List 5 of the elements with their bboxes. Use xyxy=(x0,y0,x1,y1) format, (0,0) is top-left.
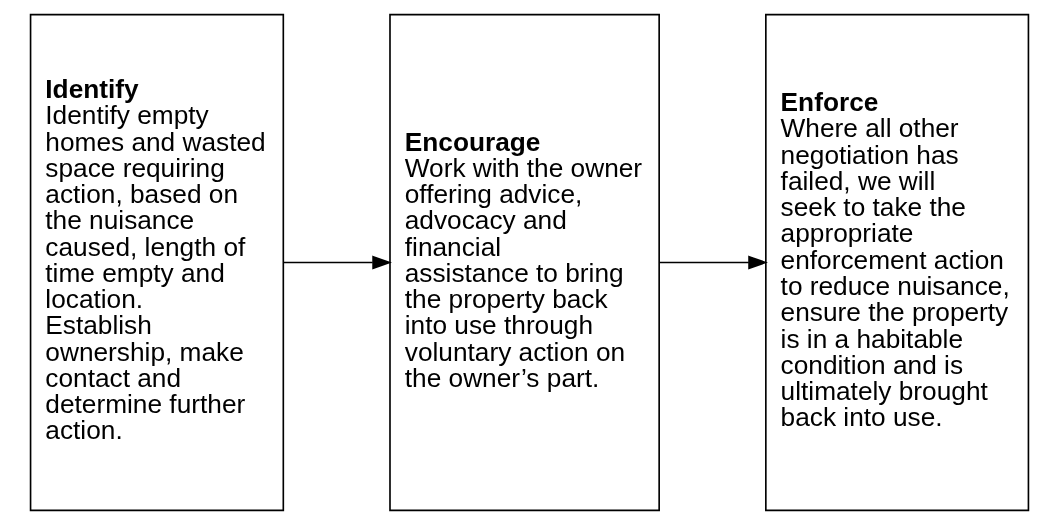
node-box: Identify Identify empty homes and wasted space requiring action, based on the nuisance caused, length of time empty and location. Establish ownership, make contact and determine further action. xyxy=(29,13,285,512)
node-box: Enforce Where all other negotiation has failed, we will seek to take the appropriate enforcement action to reduce nuisance, ensure the property is in a habitable condition and is ultimately brought back into use. xyxy=(765,13,1030,512)
arrow xyxy=(282,255,392,270)
node-box: Encourage Work with the owner offering advice, advocacy and financial assistance to bring the property back into use through voluntary action on the owner’s part. xyxy=(389,13,660,512)
arrow xyxy=(658,255,768,270)
